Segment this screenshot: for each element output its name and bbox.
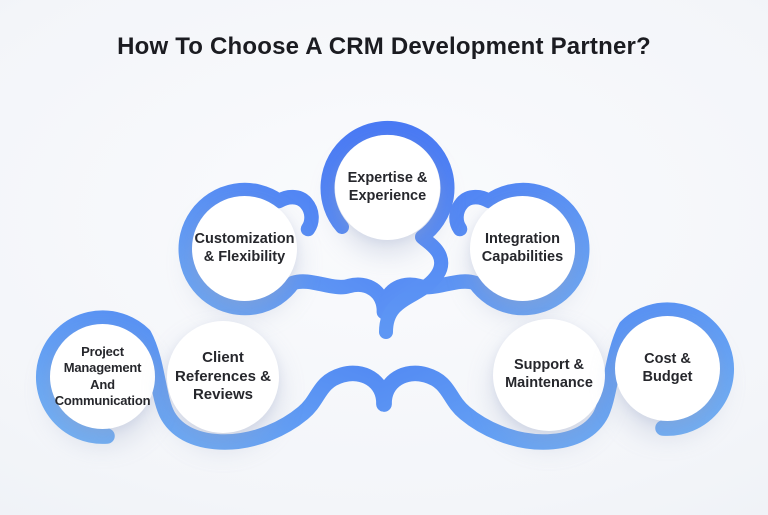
branch-expertise xyxy=(320,120,455,339)
branch-project-management xyxy=(35,310,392,450)
node-expertise-label: Expertise & Experience xyxy=(347,169,428,204)
node-cost-label: Cost & Budget xyxy=(642,350,693,385)
node-support: Support & Maintenance xyxy=(493,319,605,431)
node-integration: Integration Capabilities xyxy=(470,196,575,301)
node-support-label: Support & Maintenance xyxy=(505,357,593,391)
node-expertise: Expertise & Experience xyxy=(335,135,440,240)
branch-customization xyxy=(178,182,392,320)
node-client-references: Client References & Reviews xyxy=(167,321,279,433)
node-customization-label: Customization & Flexibility xyxy=(194,230,295,265)
node-customization: Customization & Flexibility xyxy=(192,196,297,301)
branch-integration xyxy=(376,182,590,320)
node-cost: Cost & Budget xyxy=(615,316,720,421)
node-client-references-label: Client References & Reviews xyxy=(175,349,271,404)
page-title: How To Choose A CRM Development Partner? xyxy=(117,33,651,60)
node-project-management-label: Project Management And Communication xyxy=(54,344,151,408)
node-integration-label: Integration Capabilities xyxy=(481,230,564,265)
node-project-management: Project Management And Communication xyxy=(50,324,155,429)
branch-cost-budget xyxy=(376,302,735,450)
